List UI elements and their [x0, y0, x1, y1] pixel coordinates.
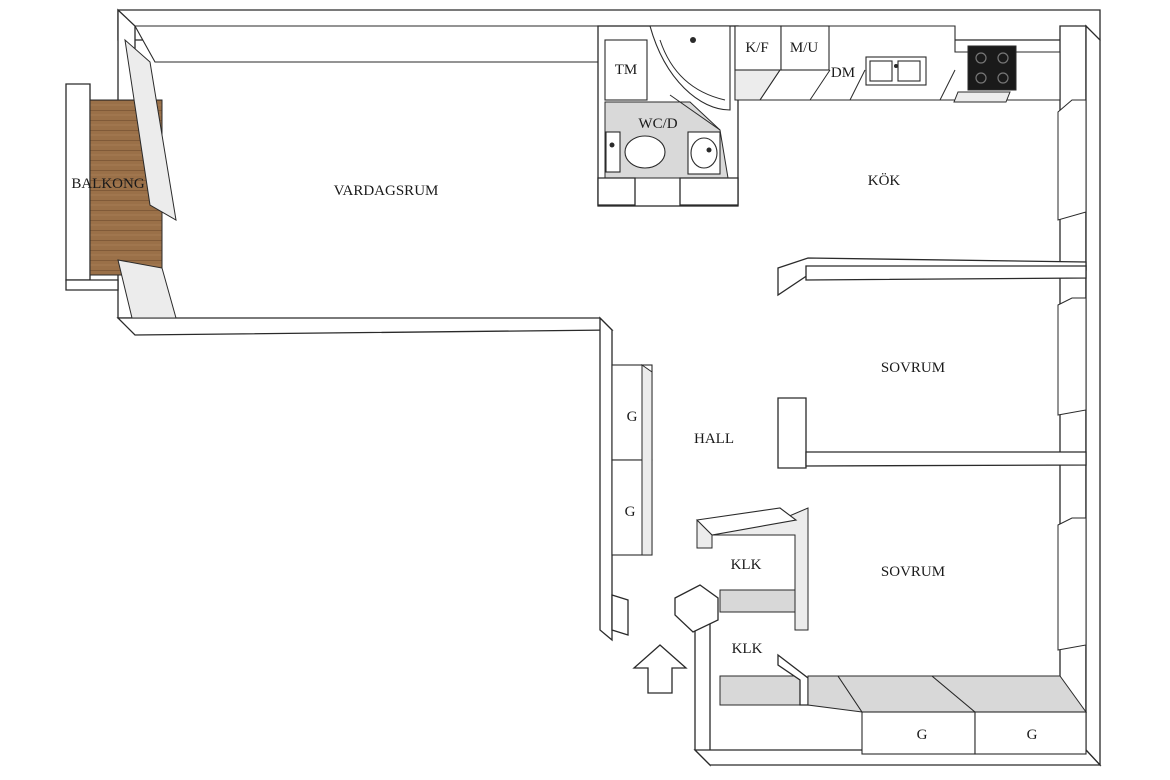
room-label-garderob-3: G	[917, 727, 928, 743]
fridge-freezer	[734, 25, 782, 71]
shower-icon	[649, 25, 731, 131]
stove-icon	[953, 45, 1017, 103]
closets	[674, 507, 809, 633]
hall-wardrobes	[611, 364, 653, 636]
room-label-hall: HALL	[694, 431, 734, 447]
room-label-kok: KÖK	[868, 172, 901, 189]
bedroom-wardrobes	[719, 653, 1087, 755]
kitchen-sink-icon	[865, 56, 927, 86]
microwave-unit	[780, 25, 830, 71]
room-label-tm: TM	[615, 62, 638, 78]
room-label-klk-2: KLK	[732, 641, 763, 657]
room-label-sovrum-2: SOVRUM	[881, 564, 945, 580]
room-label-garderob-1: G	[627, 409, 638, 425]
entrance-arrow-icon	[632, 644, 688, 694]
room-label-klk-1: KLK	[731, 557, 762, 573]
room-label-vardagsrum: VARDAGSRUM	[334, 183, 439, 199]
wash-basin-icon	[687, 131, 721, 175]
room-label-kf: K/F	[745, 40, 768, 56]
balcony	[65, 38, 177, 319]
wall-bedroom-bedroom	[777, 397, 1087, 651]
laundry-cabinet	[604, 39, 648, 101]
room-label-wc-d: WC/D	[638, 116, 677, 132]
room-label-balkong: BALKONG	[71, 176, 144, 192]
room-label-sovrum-1: SOVRUM	[881, 360, 945, 376]
room-label-mu: M/U	[790, 40, 819, 56]
room-label-dm: DM	[831, 65, 855, 81]
wall-kitchen-bedroom	[777, 257, 1087, 416]
room-label-garderob-2: G	[625, 504, 636, 520]
room-label-garderob-4: G	[1027, 727, 1038, 743]
bathroom	[597, 25, 739, 207]
toilet-icon	[605, 131, 666, 173]
kitchen-units	[734, 25, 1087, 221]
